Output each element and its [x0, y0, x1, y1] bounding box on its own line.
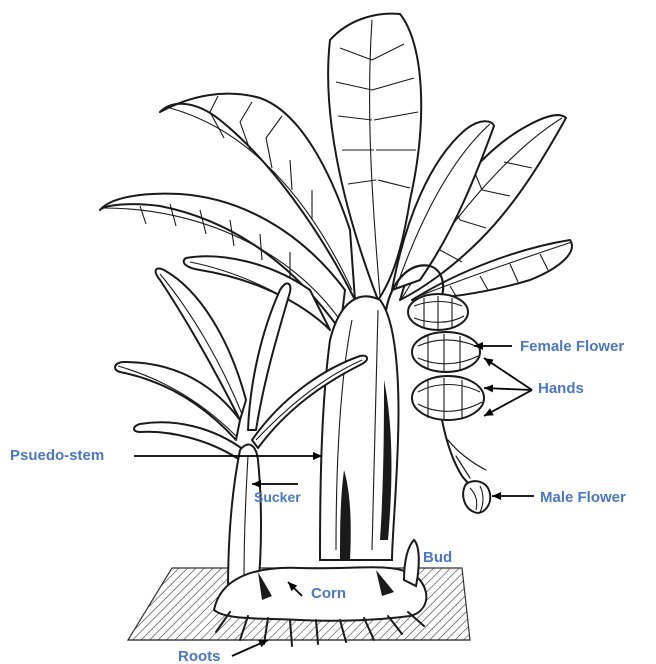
hands-arrow-2 [484, 388, 532, 390]
label-roots: Roots [178, 648, 221, 664]
label-male-flower: Male Flower [540, 489, 626, 506]
roots-arrow [232, 640, 268, 656]
male-flower-bud [463, 481, 490, 513]
label-sucker: Sucker [254, 489, 301, 505]
hands-arrow-1 [484, 358, 532, 390]
banana-hands [408, 294, 484, 420]
hands-arrow-3 [484, 390, 532, 416]
label-corn: Corn [311, 585, 346, 602]
label-female-flower: Female Flower [520, 338, 624, 355]
pseudo-stem-drawing [320, 296, 398, 560]
label-pseudo-stem: Psuedo-stem [10, 447, 104, 464]
label-hands: Hands [538, 380, 584, 397]
label-bud: Bud [423, 549, 452, 566]
